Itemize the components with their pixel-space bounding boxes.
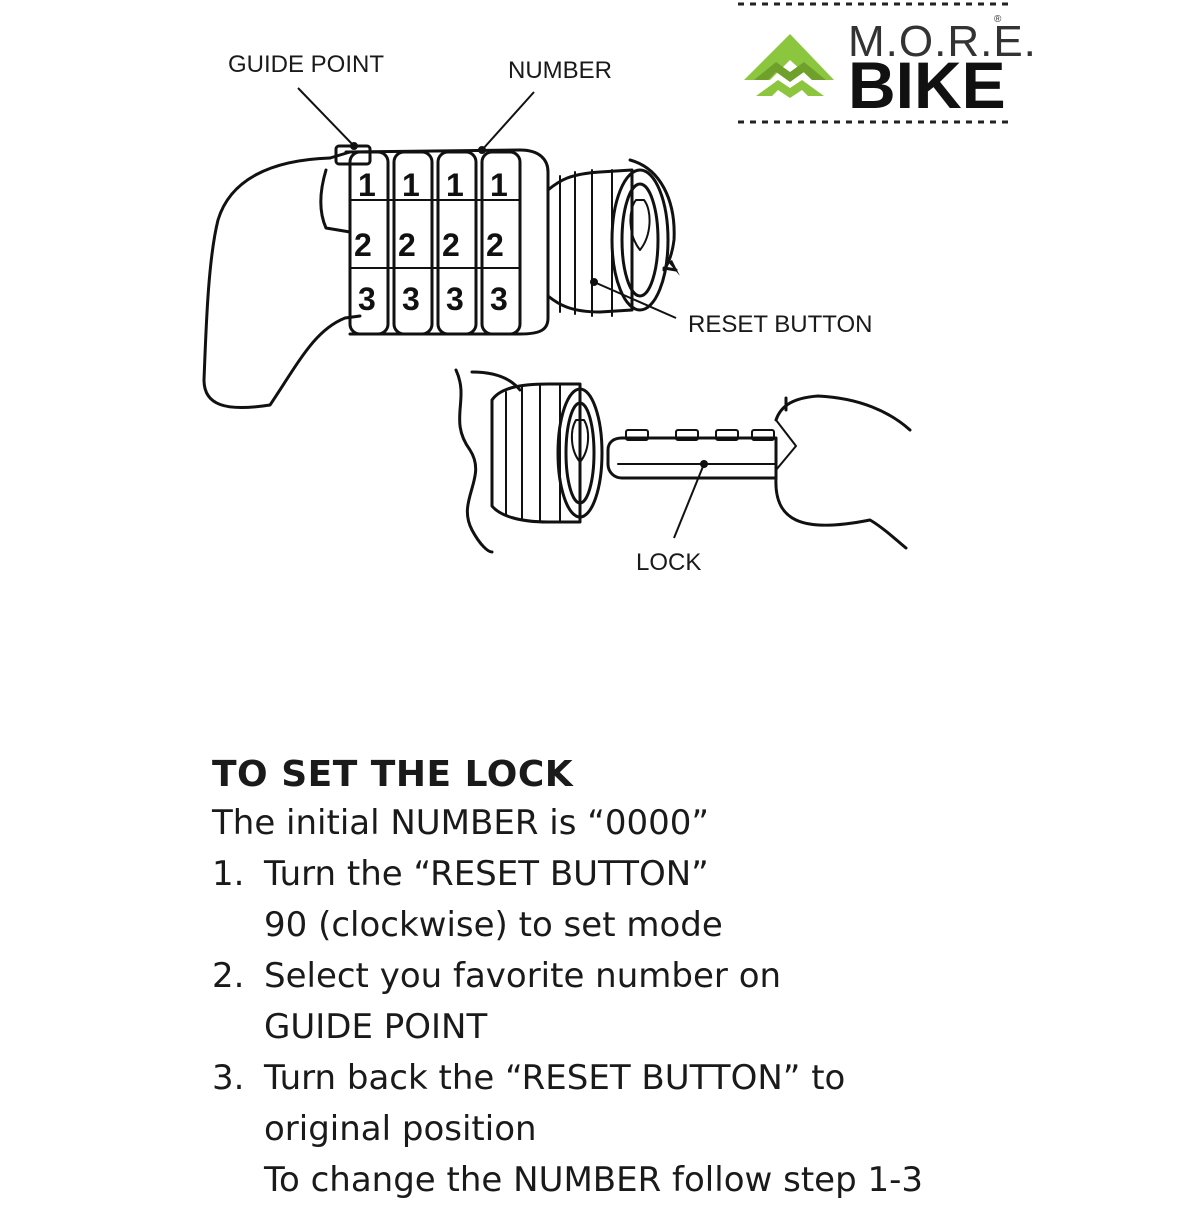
lock-leader — [673, 460, 708, 539]
instructions-heading: TO SET THE LOCK — [212, 754, 574, 795]
cable-housing — [202, 156, 362, 409]
dial-digit: 2 — [442, 227, 460, 263]
dial-digit: 1 — [446, 167, 464, 203]
mountain-icon — [744, 34, 834, 98]
step-number: 3. — [212, 1058, 245, 1098]
instructions-intro: The initial NUMBER is “0000” — [212, 803, 709, 843]
step-line: Turn the “RESET BUTTON” — [264, 854, 709, 894]
step-line: original position — [264, 1109, 537, 1149]
lock-upper-illustration — [202, 144, 680, 409]
dial-digit: 3 — [490, 281, 508, 317]
dial-digit: 2 — [354, 227, 372, 263]
lock-lower-illustration — [454, 368, 912, 554]
brand-top-text: M.O.R.E. — [848, 17, 1037, 66]
dial-digit: 3 — [358, 281, 376, 317]
step-line: 90 (clockwise) to set mode — [264, 905, 723, 945]
callout-leaders — [297, 87, 677, 319]
label-guide-point: GUIDE POINT — [228, 51, 384, 78]
lock-bar — [606, 436, 778, 480]
dial-digit: 2 — [486, 227, 504, 263]
dial-rings — [348, 150, 522, 336]
brand-bottom-text: BIKE — [848, 48, 1006, 122]
instruction-step: 3. Turn back the “RESET BUTTON” to origi… — [212, 1053, 1112, 1206]
instructions-panel: TO SET THE LOCK The initial NUMBER is “0… — [212, 752, 1112, 1206]
dial-digit: 3 — [402, 281, 420, 317]
label-lock: LOCK — [636, 549, 701, 576]
dial-digit: 2 — [398, 227, 416, 263]
dial-digit: 3 — [446, 281, 464, 317]
label-reset-button: RESET BUTTON — [688, 311, 872, 338]
step-line: GUIDE POINT — [264, 1007, 488, 1047]
step-line: To change the NUMBER follow step 1-3 — [264, 1160, 923, 1200]
dial-digit: 1 — [402, 167, 420, 203]
brand-logo: M.O.R.E. ® BIKE — [738, 2, 1037, 124]
label-number: NUMBER — [508, 57, 612, 84]
step-number: 1. — [212, 854, 245, 894]
step-number: 2. — [212, 956, 245, 996]
step-line: Select you favorite number on — [264, 956, 782, 996]
dial-digit: 1 — [358, 167, 376, 203]
dial-digit: 1 — [490, 167, 508, 203]
dial-digits: 1 1 1 1 2 2 2 2 3 3 3 3 — [354, 167, 508, 317]
instruction-step: 1. Turn the “RESET BUTTON” 90 (clockwise… — [212, 849, 1112, 951]
brand-registered-mark: ® — [994, 14, 1002, 25]
reset-knob — [546, 158, 680, 317]
step-line: Turn back the “RESET BUTTON” to — [264, 1058, 846, 1098]
instruction-step: 2. Select you favorite number on GUIDE P… — [212, 951, 1112, 1053]
lower-knob — [490, 382, 582, 524]
